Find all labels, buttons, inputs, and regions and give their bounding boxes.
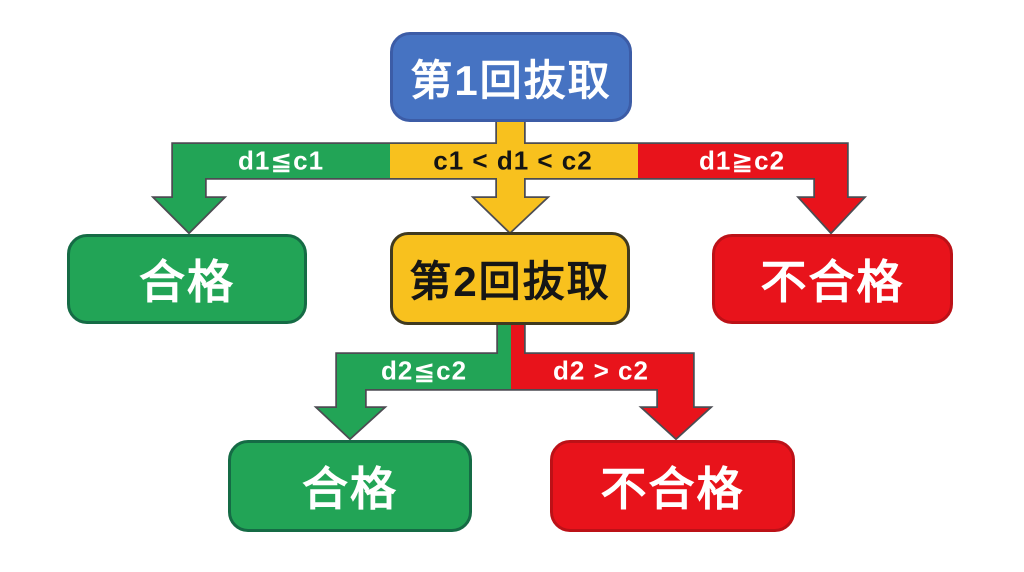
node-fail-2: 不合格 [550, 440, 795, 532]
arrow-second-to-pass2 [318, 323, 511, 438]
arrow-first-to-pass1 [155, 144, 390, 232]
edge-label-d2-le-c2: d2≦c2 [380, 355, 468, 386]
edge-label-d1-ge-c2: d1≧c2 [698, 145, 786, 176]
node-fail-1: 不合格 [712, 234, 953, 324]
node-first-sampling: 第1回抜取 [390, 32, 632, 122]
node-second-sampling: 第2回抜取 [390, 232, 630, 325]
edge-label-c1-d1-c2: c1 < d1 < c2 [433, 145, 593, 176]
arrow-second-to-fail2 [511, 323, 709, 438]
node-pass-1: 合格 [67, 234, 307, 324]
arrow-first-to-second [390, 120, 638, 232]
arrow-first-to-fail1 [638, 144, 863, 232]
edge-label-d2-gt-c2: d2 > c2 [553, 355, 649, 386]
edge-label-d1-le-c1: d1≦c1 [237, 145, 325, 176]
node-pass-2: 合格 [228, 440, 472, 532]
